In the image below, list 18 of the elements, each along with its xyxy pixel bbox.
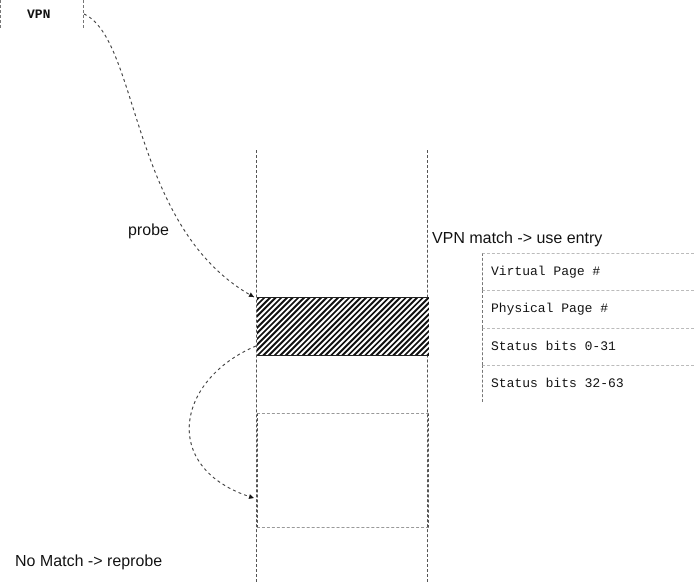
table-column — [256, 150, 428, 582]
hatched-entry — [257, 297, 429, 356]
edge-label: probe — [128, 222, 169, 240]
entry-field — [482, 365, 694, 402]
register-box — [0, 0, 84, 28]
entry-field — [482, 290, 694, 328]
curved-arrow — [188, 346, 256, 499]
entry-field — [482, 328, 694, 365]
register-label: VPN — [27, 7, 50, 22]
field-label: Virtual Page # — [491, 264, 600, 279]
heading: VPN match -> use entry — [432, 230, 602, 248]
curved-arrow — [84, 14, 254, 298]
table-column — [257, 413, 429, 528]
field-label: Status bits 0-31 — [491, 339, 616, 354]
entry-field — [482, 253, 694, 290]
field-label: Status bits 32-63 — [491, 376, 624, 391]
field-label: Physical Page # — [491, 301, 608, 316]
note-label: No Match -> reprobe — [15, 553, 162, 571]
